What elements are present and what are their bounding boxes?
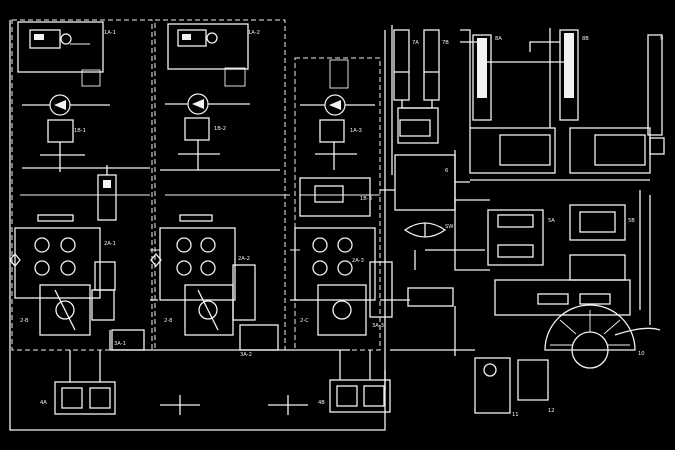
svg-text:8A: 8A	[495, 36, 502, 42]
right-pump-unit: 1A-3 1B-3 2A-3 2-C 3A-3	[294, 57, 393, 351]
svg-text:2A-2: 2A-2	[238, 256, 250, 262]
svg-text:11: 11	[512, 412, 519, 418]
svg-text:6: 6	[445, 168, 448, 174]
svg-text:4B: 4B	[318, 400, 325, 406]
svg-text:2A-3: 2A-3	[352, 258, 364, 264]
svg-text:3A-1: 3A-1	[114, 341, 126, 347]
lift-cylinders: 7A 7B 8A 8B 9	[393, 29, 665, 181]
svg-text:4A: 4A	[40, 400, 47, 406]
svg-text:1B-1: 1B-1	[74, 128, 86, 134]
svg-text:3A-2: 3A-2	[240, 352, 252, 358]
svg-text:9: 9	[660, 36, 663, 42]
svg-text:2A-1: 2A-1	[104, 241, 116, 247]
svg-text:7A: 7A	[412, 40, 419, 46]
svg-text:5B: 5B	[628, 218, 635, 224]
svg-text:10: 10	[638, 351, 645, 357]
svg-text:SW: SW	[445, 224, 453, 230]
svg-text:7B: 7B	[442, 40, 449, 46]
left-pump-unit: 1A-1 1B-1 2A-1 2-B 3A-1	[9, 19, 153, 351]
svg-text:3A-3: 3A-3	[372, 323, 384, 329]
svg-text:2-B: 2-B	[20, 318, 29, 324]
hydraulic-lines	[9, 20, 651, 431]
svg-text:2-C: 2-C	[300, 318, 309, 324]
svg-text:1B-2: 1B-2	[214, 126, 226, 132]
svg-text:2-8: 2-8	[164, 318, 172, 324]
svg-text:5A: 5A	[548, 218, 555, 224]
svg-text:12: 12	[548, 408, 555, 414]
svg-text:1B-3: 1B-3	[360, 196, 372, 202]
bottom-valves: 4A 4B 11 12	[40, 357, 555, 418]
svg-text:8B: 8B	[582, 36, 589, 42]
svg-text:1A-1: 1A-1	[104, 30, 116, 36]
svg-text:1A-3: 1A-3	[350, 128, 362, 134]
svg-text:1A-2: 1A-2	[248, 30, 260, 36]
middle-pump-unit: 1A-2 1B-2 2A-2 2-8 3A-2	[150, 19, 286, 358]
steering-unit: SW 6 5A 5B 10	[394, 154, 661, 369]
